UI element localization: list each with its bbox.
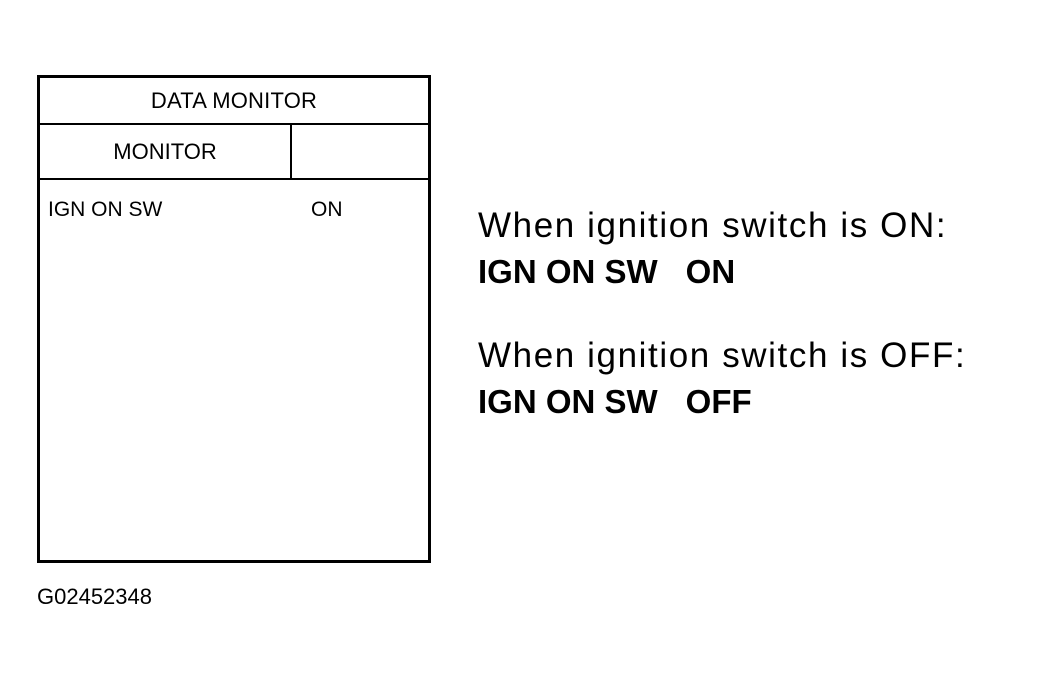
monitor-row-name: IGN ON SW xyxy=(48,198,163,221)
note-item: IGN ON SW xyxy=(478,253,658,290)
monitor-row-value: ON xyxy=(311,198,343,221)
monitor-column-header: MONITOR xyxy=(40,125,292,178)
note-item: IGN ON SW xyxy=(478,383,658,420)
note-result: IGN ON SW OFF xyxy=(478,378,1038,426)
data-monitor-panel: DATA MONITOR MONITOR IGN ON SW ON xyxy=(37,75,431,563)
value-column-header xyxy=(292,125,428,178)
note-result: IGN ON SW ON xyxy=(478,248,1038,296)
note-value: ON xyxy=(685,253,736,290)
panel-title: DATA MONITOR xyxy=(40,78,428,125)
figure-code: G02452348 xyxy=(37,584,152,609)
monitor-row: IGN ON SW ON xyxy=(40,180,428,221)
note-ignition-on: When ignition switch is ON: IGN ON SW ON xyxy=(478,204,1038,296)
note-condition: When ignition switch is ON: xyxy=(478,206,948,245)
panel-header-row: MONITOR xyxy=(40,125,428,180)
note-value: OFF xyxy=(685,383,752,420)
note-ignition-off: When ignition switch is OFF: IGN ON SW OF… xyxy=(478,334,1038,426)
note-condition: When ignition switch is OFF: xyxy=(478,336,967,375)
